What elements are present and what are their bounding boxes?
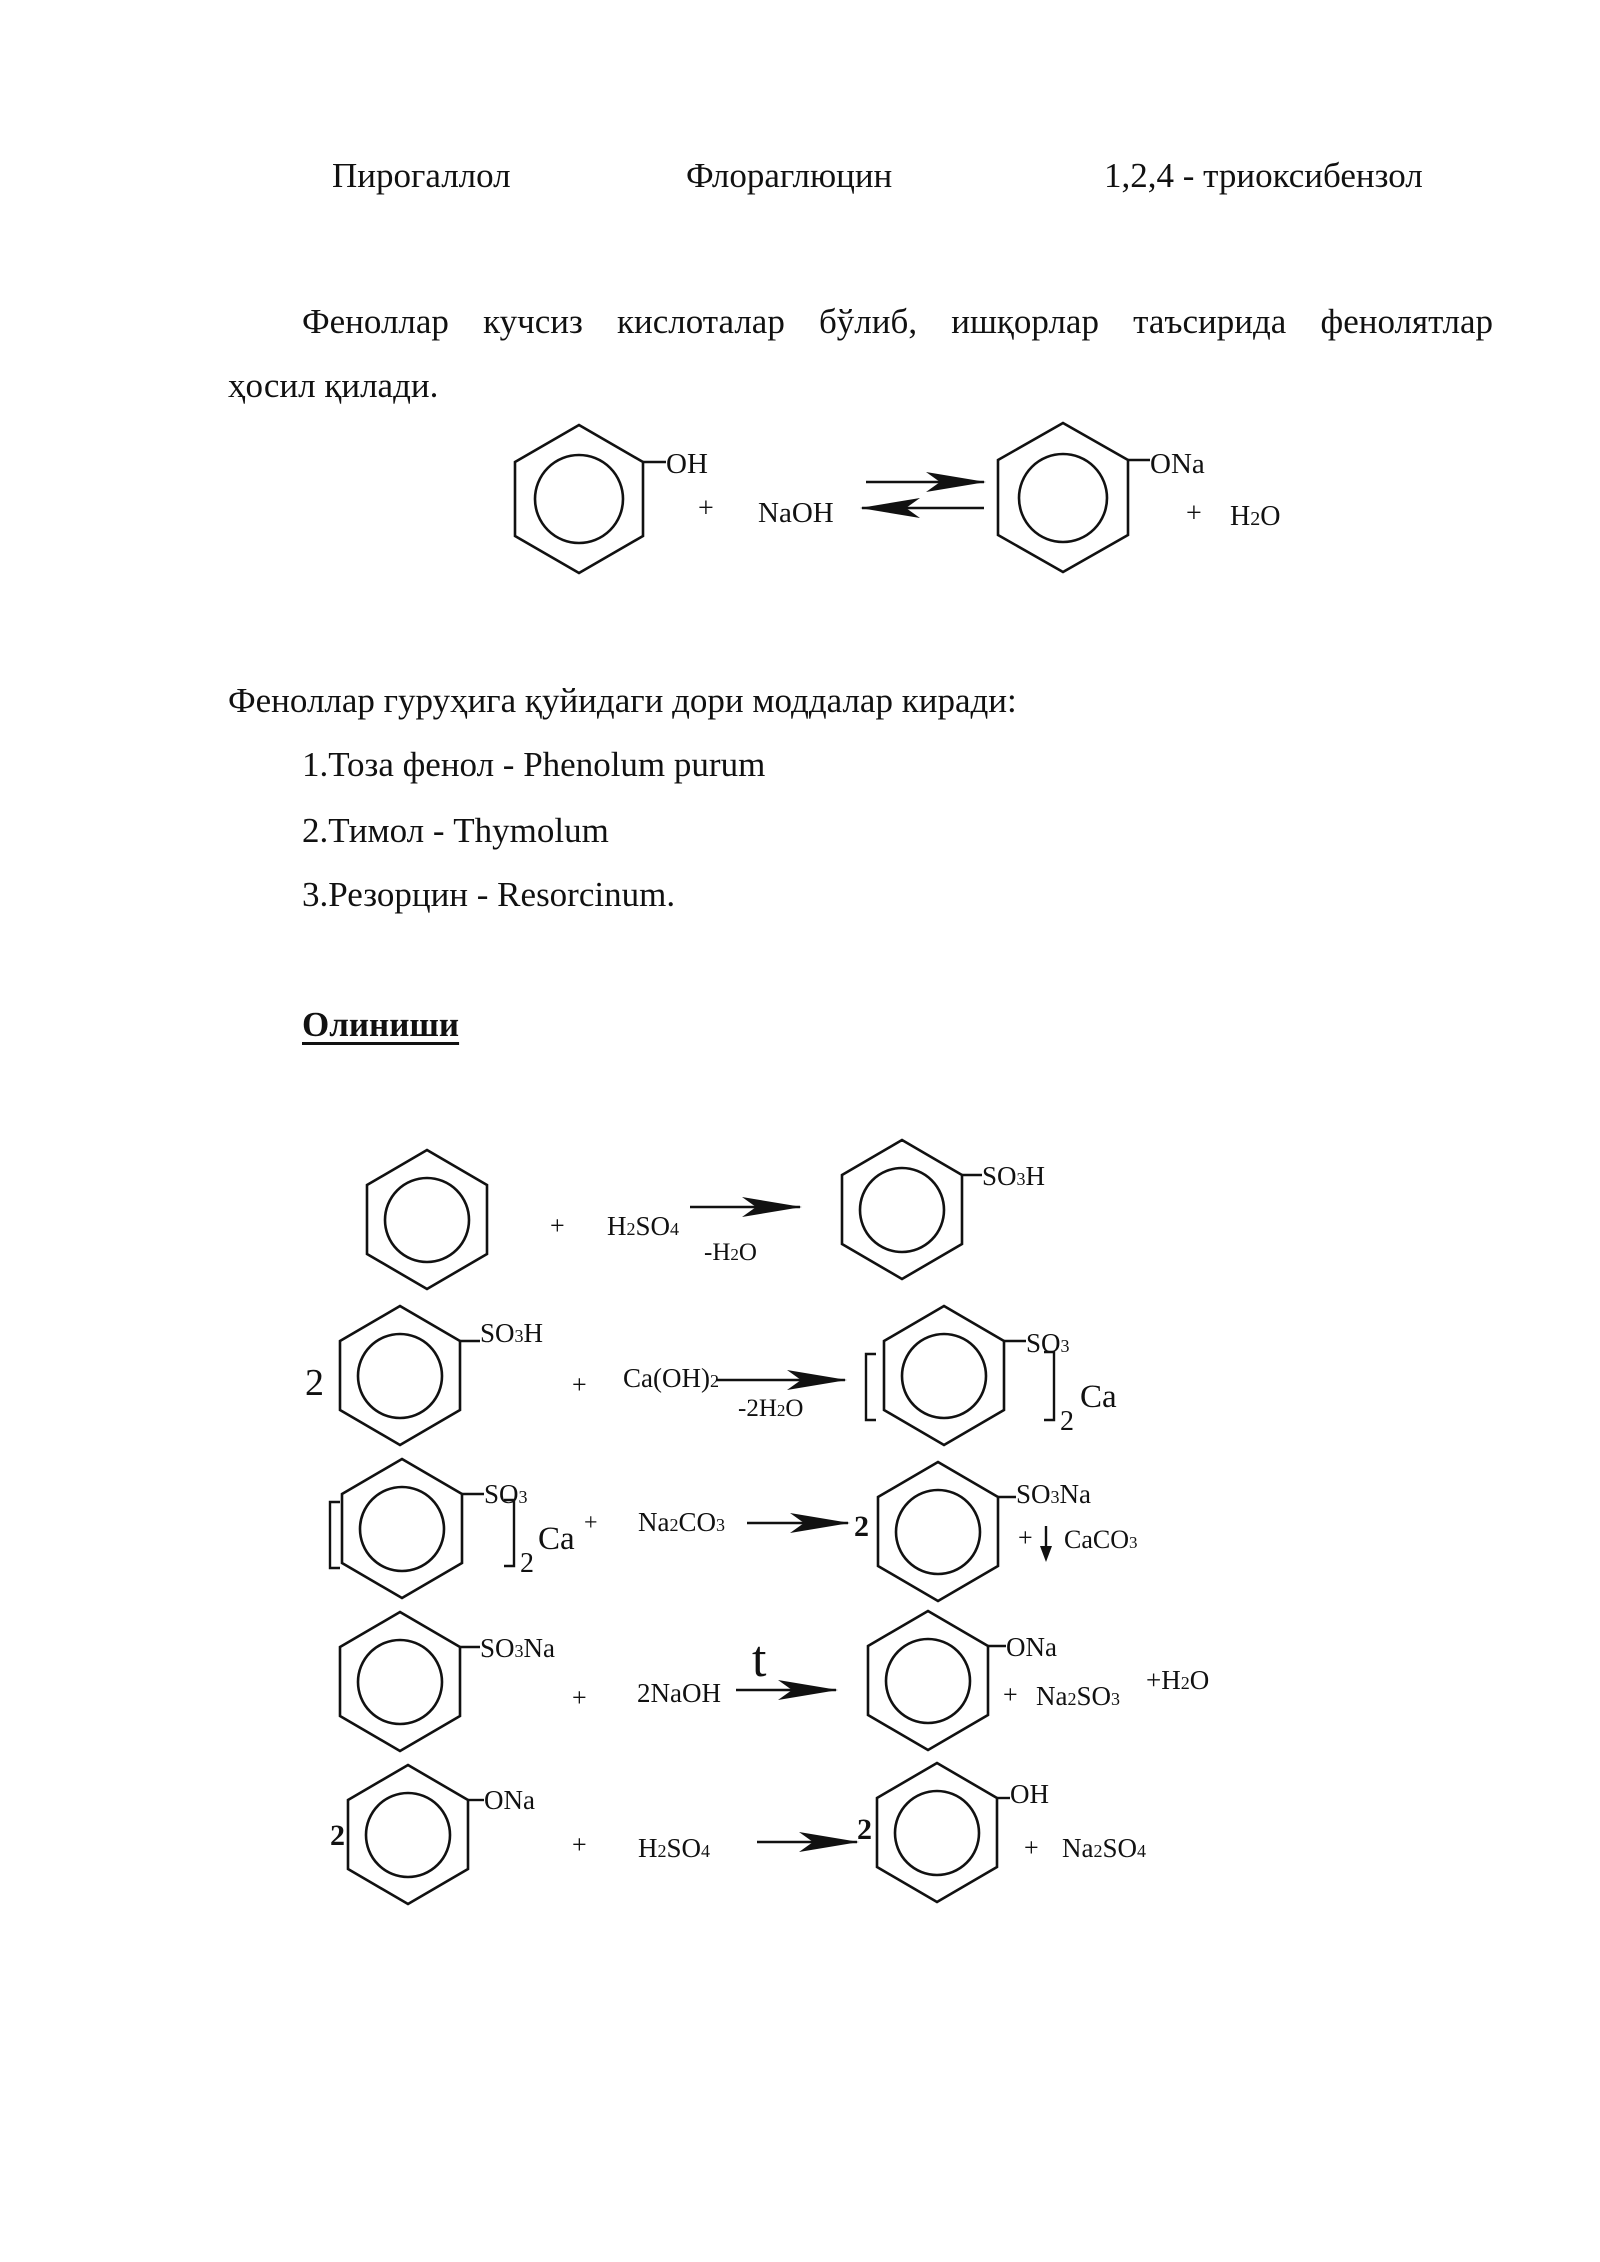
minus-water-label: -H2O xyxy=(704,1239,757,1266)
plus-sign: + xyxy=(572,1370,587,1399)
benzene-ring-icon xyxy=(875,1761,999,1904)
bracket-index: 2 xyxy=(520,1548,534,1579)
reaction-acidification: 2 ONa + H2SO4 2 OH + Na2SO4 xyxy=(330,1761,1146,1906)
sodium-sulfite-label: Na2SO3 xyxy=(1036,1681,1120,1711)
so3-group: SO3 xyxy=(1026,1328,1070,1358)
plus-sign: + xyxy=(572,1830,587,1859)
h2so4-label: H2SO4 xyxy=(638,1833,710,1863)
list-item: 2.Тимол - Thymolum xyxy=(302,811,609,850)
left-bracket xyxy=(864,1352,876,1422)
right-bracket xyxy=(504,1498,516,1568)
benzene-ring-icon xyxy=(340,1457,464,1600)
ona-group: ONa xyxy=(484,1785,535,1815)
left-bracket xyxy=(328,1500,340,1570)
list-item: 1.Тоза фенол - Phenolum purum xyxy=(302,745,766,784)
sodium-sulfate-label: Na2SO4 xyxy=(1062,1833,1146,1863)
calcium-hydroxide-label: Ca(OH)2 xyxy=(623,1363,719,1393)
benzene-ring-icon xyxy=(866,1609,990,1752)
phenolate-equation: OH + NaOH ONa + H2O xyxy=(513,421,1280,575)
calcium-label: Ca xyxy=(538,1521,575,1557)
ona-group: ONa xyxy=(1006,1632,1057,1662)
benzene-ring-icon xyxy=(365,1148,489,1291)
calcium-carbonate-label: CaCO3 xyxy=(1064,1525,1138,1554)
temperature-label: t xyxy=(752,1631,767,1688)
coefficient: 2 xyxy=(330,1819,345,1852)
coefficient: 2 xyxy=(857,1813,872,1846)
so3na-group: SO3Na xyxy=(1016,1479,1091,1509)
water-label: +H2O xyxy=(1146,1665,1209,1695)
calcium-label: Ca xyxy=(1080,1379,1117,1415)
plus-sign: + xyxy=(584,1510,598,1536)
right-bracket xyxy=(1044,1350,1056,1422)
plus-sign: + xyxy=(1018,1523,1033,1552)
water-label: H2O xyxy=(1230,501,1280,532)
oh-group: OH xyxy=(666,448,708,480)
paragraph-line-2: ҳосил қилади. xyxy=(228,366,439,405)
plus-sign: + xyxy=(698,493,714,524)
so3h-group: SO3H xyxy=(982,1161,1045,1191)
minus-water-label: -2H2O xyxy=(738,1395,803,1422)
reaction-sulfonation: + H2SO4 -H2O SO3H xyxy=(365,1138,1045,1291)
plus-sign: + xyxy=(1024,1833,1039,1862)
benzene-ring-icon xyxy=(840,1138,964,1281)
pyrogallol-label: Пирогаллол xyxy=(332,156,511,195)
trioxybenzene-label: 1,2,4 - триоксибензол xyxy=(1104,156,1423,195)
section-heading: Олиниши xyxy=(302,1005,460,1044)
sodium-carbonate-label: Na2CO3 xyxy=(638,1507,725,1537)
benzene-ring-icon xyxy=(338,1610,462,1753)
so3na-group: SO3Na xyxy=(480,1633,555,1663)
reaction-alkali-fusion: SO3Na + 2NaOH t ONa + Na2SO3 +H2O xyxy=(338,1609,1209,1753)
list-intro: Феноллар гуруҳига қуйидаги дори моддалар… xyxy=(228,681,1017,720)
phloroglucin-label: Флораглюцин xyxy=(686,156,893,195)
so3-group: SO3 xyxy=(484,1479,528,1509)
paragraph-line-1: Феноллар кучсиз кислоталар бўлиб, ишқорл… xyxy=(302,302,1493,341)
list-item: 3.Резорцин - Resorcinum. xyxy=(302,875,676,914)
benzene-ring-icon xyxy=(346,1763,470,1906)
benzene-ring-icon xyxy=(882,1304,1006,1447)
plus-sign: + xyxy=(1003,1680,1018,1709)
intro-paragraph: Феноллар кучсиз кислоталар бўлиб, ишқорл… xyxy=(228,290,1493,418)
benzene-ring-icon xyxy=(996,421,1130,574)
naoh-label: NaOH xyxy=(758,497,834,529)
bracket-index: 2 xyxy=(1060,1406,1074,1437)
benzene-ring-icon xyxy=(513,423,645,575)
plus-sign: + xyxy=(572,1683,587,1712)
so3h-group: SO3H xyxy=(480,1318,543,1348)
coefficient: 2 xyxy=(305,1362,324,1404)
benzene-ring-icon xyxy=(338,1304,462,1447)
sodium-hydroxide-label: 2NaOH xyxy=(637,1678,721,1708)
h2so4-label: H2SO4 xyxy=(607,1211,679,1241)
oh-group: OH xyxy=(1010,1779,1049,1809)
ona-group: ONa xyxy=(1150,448,1205,480)
benzene-ring-icon xyxy=(876,1460,1000,1603)
plus-sign: + xyxy=(550,1211,565,1240)
reaction-calcium-salt: 2 SO3H + Ca(OH)2 -2H2O SO3 2 Ca xyxy=(305,1304,1117,1447)
coefficient: 2 xyxy=(854,1510,869,1543)
plus-sign: + xyxy=(1186,498,1202,529)
reaction-sodium-salt: SO3 2 Ca + Na2CO3 2 SO3Na + CaCO3 xyxy=(328,1457,1138,1603)
down-arrow-icon xyxy=(1040,1546,1052,1562)
